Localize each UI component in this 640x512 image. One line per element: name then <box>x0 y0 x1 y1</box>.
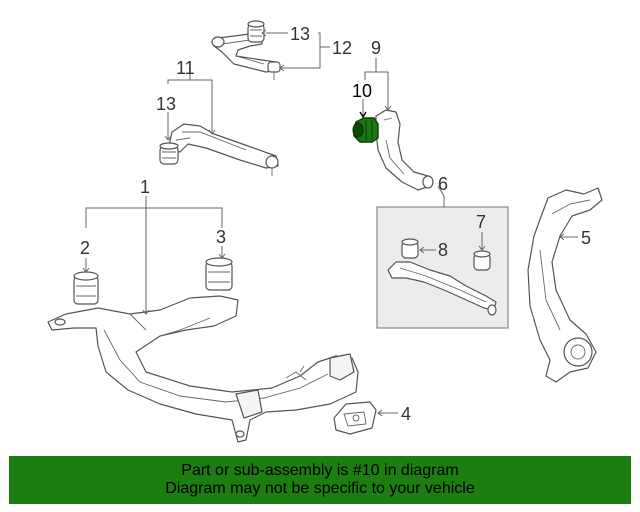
control-arm-9 <box>375 109 434 191</box>
callout-7: 7 <box>476 212 486 232</box>
callout-13-top: 13 <box>290 24 310 44</box>
bushing-13-top <box>247 20 265 43</box>
ball-joint-12 <box>267 61 281 80</box>
bracket-4 <box>333 401 377 435</box>
callout-12: 12 <box>332 38 352 58</box>
leader-lines <box>82 29 578 417</box>
callout-4: 4 <box>401 404 411 424</box>
callout-1: 1 <box>140 177 150 197</box>
callout-10: 10 <box>352 81 372 101</box>
callout-labels: 13 12 11 13 9 10 1 6 7 8 2 3 5 4 <box>80 24 591 424</box>
callout-8: 8 <box>438 240 448 260</box>
callout-2: 2 <box>80 238 90 258</box>
callout-9: 9 <box>371 38 381 58</box>
banner-line-part: Part or sub-assembly is #10 in diagram <box>181 462 459 479</box>
bushing-10-highlighted <box>352 117 379 143</box>
bushing-7 <box>473 250 491 271</box>
callout-6: 6 <box>438 174 448 194</box>
callout-3: 3 <box>216 227 226 247</box>
callout-11: 11 <box>176 58 195 78</box>
banner-line-disclaimer: Diagram may not be specific to your vehi… <box>165 480 475 497</box>
subframe-1 <box>47 295 359 443</box>
info-banner: Part or sub-assembly is #10 in diagram D… <box>9 456 631 504</box>
callout-13-left: 13 <box>156 94 176 114</box>
bushing-13-left <box>159 142 179 165</box>
lower-control-arm-6 <box>387 261 497 316</box>
bushing-8 <box>401 238 419 259</box>
bushing-2 <box>73 271 99 305</box>
steering-knuckle-5 <box>527 187 603 383</box>
callout-5: 5 <box>581 228 591 248</box>
upper-control-arm-11 <box>167 123 279 176</box>
bushing-3 <box>205 257 233 291</box>
